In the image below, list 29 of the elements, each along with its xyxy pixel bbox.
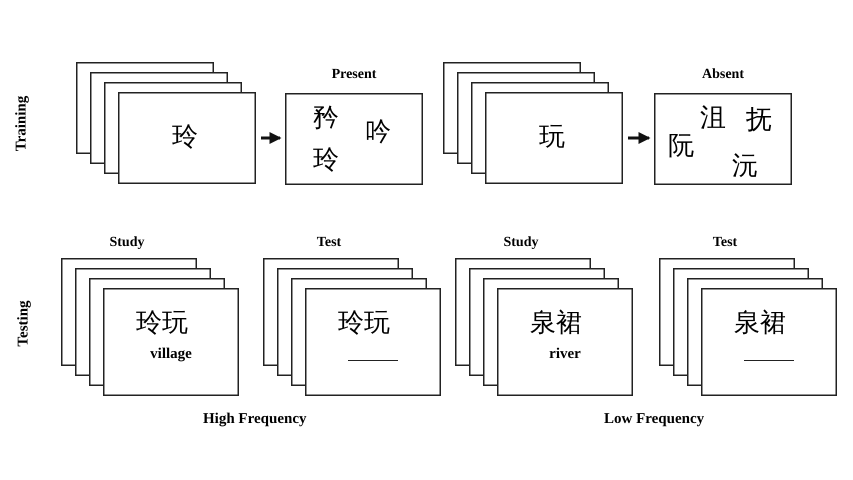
character-text: 泉裙 [734,308,786,338]
character-text: 吟 [365,117,391,147]
meaning-text: village [150,346,192,363]
row-label: Training [14,94,30,154]
phase-heading: Present [332,67,376,83]
character-text: 玲 [172,122,198,152]
phase-heading: Test [712,235,738,251]
character-text: 玲玩 [338,308,390,338]
condition-label: Low Frequency [604,411,704,428]
character-text: 泉裙 [530,308,582,338]
character-text: 玲玩 [136,308,188,338]
phase-heading: Study [503,235,539,251]
character-text: 阮 [668,131,694,161]
meaning-text: river [549,346,581,363]
character-text: 玲 [313,145,339,175]
character-text: 玩 [539,122,565,152]
character-text: 沅 [732,151,758,181]
arrow [628,132,650,144]
card-stack [76,62,256,184]
phase-heading: Absent [702,67,744,83]
card-stack [443,62,623,184]
character-text: 矜 [313,103,339,133]
character-text: 沮 [700,103,726,133]
condition-label: High Frequency [203,411,306,428]
phase-heading: Test [316,235,342,251]
arrow [261,132,282,144]
character-text: 抚 [746,105,772,135]
phase-heading: Study [109,235,145,251]
row-label: Testing [16,299,32,349]
